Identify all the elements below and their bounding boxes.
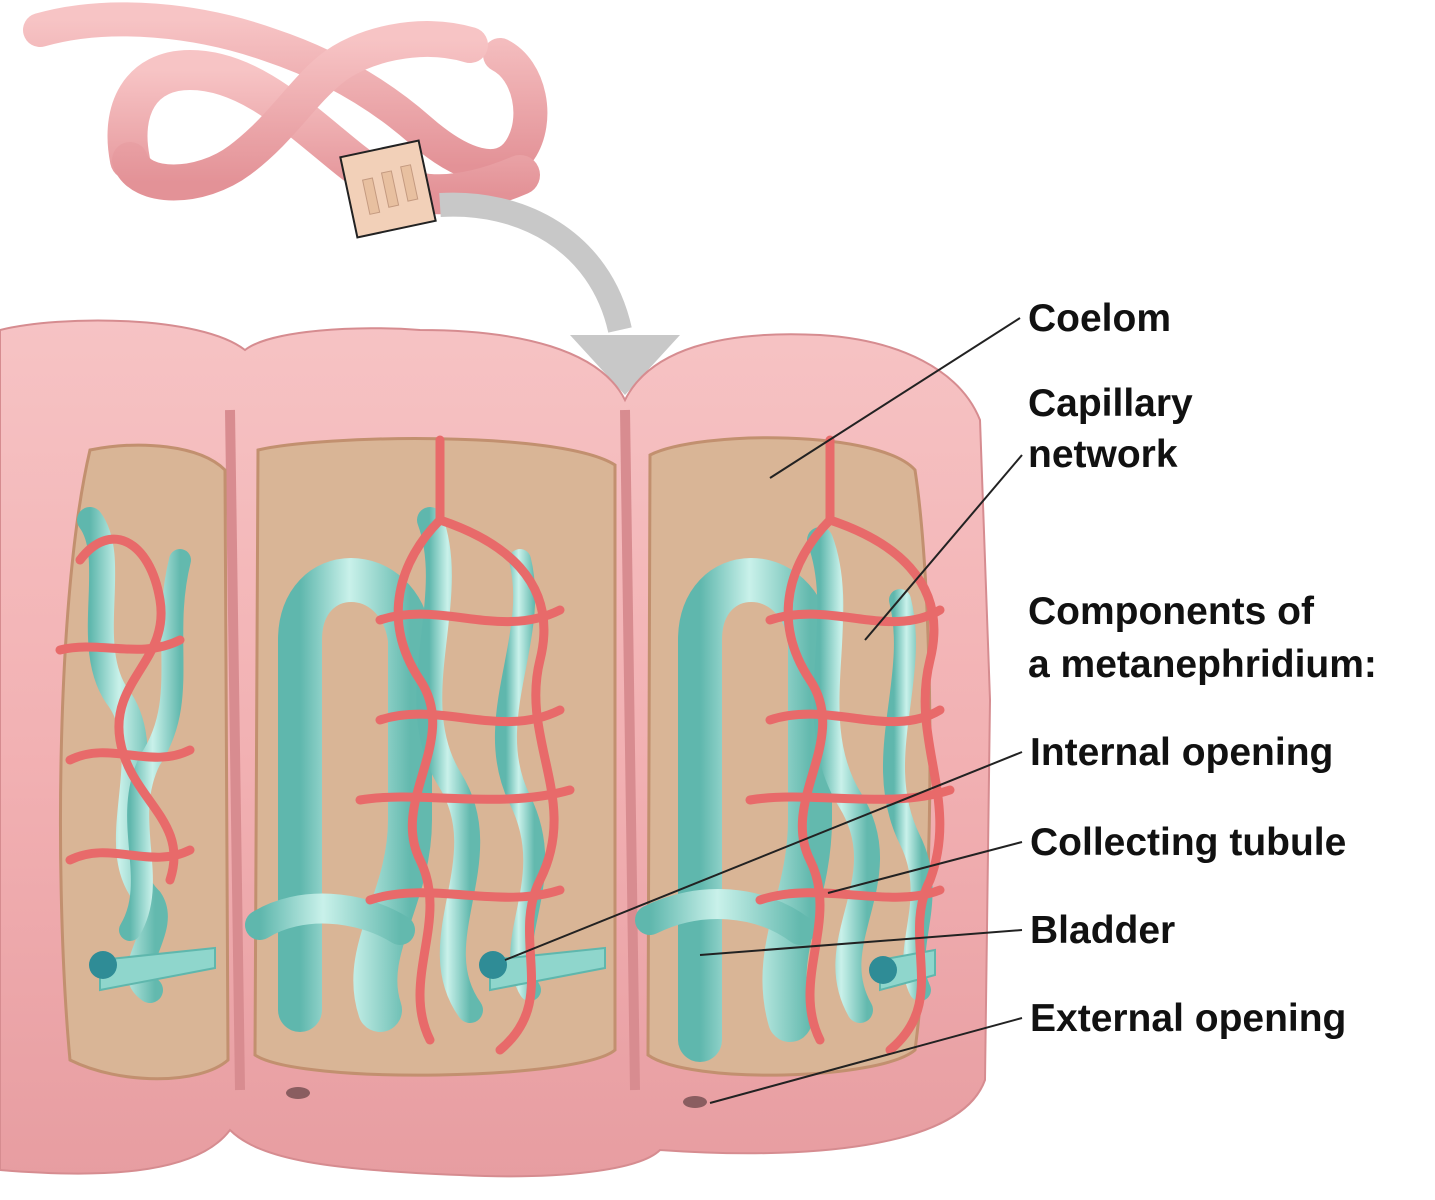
leader-external-opening [709, 1017, 1023, 1104]
label-capillary-line2: network [1028, 433, 1178, 476]
label-capillary-line1: Capillary [1028, 382, 1193, 425]
leader-lines [504, 317, 1023, 1104]
leader-capillary-network [864, 454, 1023, 641]
leader-bladder [699, 929, 1023, 956]
label-components-line1: Components of [1028, 590, 1314, 633]
label-coelom: Coelom [1028, 297, 1172, 340]
label-bladder: Bladder [1030, 909, 1176, 952]
label-external-opening: External opening [1030, 997, 1347, 1040]
capillary-network [55, 435, 955, 1055]
label-components-line2: a metanephridium: [1028, 643, 1377, 686]
label-collecting-tubule: Collecting tubule [1030, 821, 1347, 864]
leader-internal-opening [504, 751, 1023, 961]
leader-coelom [769, 317, 1021, 479]
leader-collecting-tubule [827, 841, 1023, 894]
zoom-arrow [439, 192, 680, 395]
earthworm-illustration [23, 2, 548, 239]
label-internal-opening: Internal opening [1030, 731, 1334, 774]
